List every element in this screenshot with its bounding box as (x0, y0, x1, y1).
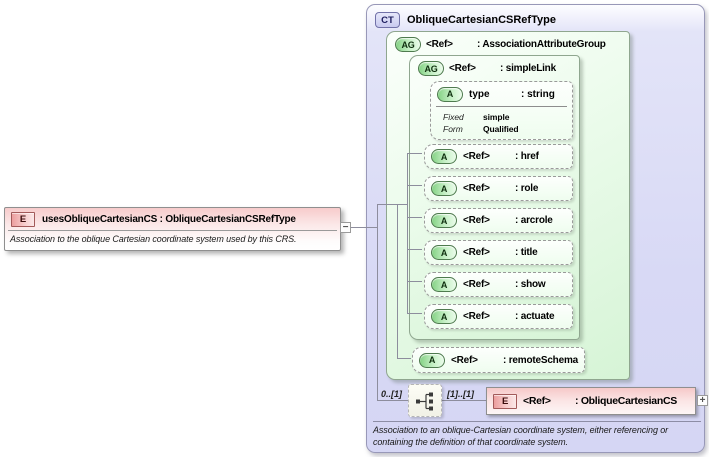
connector-line (407, 153, 422, 154)
simplelink-header[interactable]: AG <Ref> : simpleLink (418, 61, 556, 76)
attribute-ref: <Ref> (463, 215, 490, 226)
element-annotation: Association to the oblique Cartesian coo… (10, 234, 297, 244)
cardinality-outer: 0..[1] (381, 389, 403, 399)
attribute-ref: <Ref> (463, 279, 490, 290)
complex-type-box: CT ObliqueCartesianCSRefType AG <Ref> : … (366, 4, 708, 453)
complex-type-annotation: Association to an oblique-Cartesian coor… (373, 425, 669, 447)
simplelink-name: : simpleLink (500, 63, 556, 74)
element-badge: E (11, 211, 35, 227)
connector-line (441, 400, 486, 401)
divider (373, 421, 701, 422)
attribute-name: : href (515, 151, 539, 162)
attribute-row-arcrole[interactable]: A <Ref> : arcrole (424, 208, 573, 233)
facet-label: Form (443, 124, 463, 134)
attribute-row-title[interactable]: A <Ref> : title (424, 240, 573, 265)
attribute-row-show[interactable]: A <Ref> : show (424, 272, 573, 297)
attribute-name: : show (515, 279, 546, 290)
complex-type-title: ObliqueCartesianCSRefType (407, 14, 556, 26)
attribute-ref: <Ref> (463, 183, 490, 194)
attribute-name: : title (515, 247, 538, 258)
attribute-row-remoteSchema[interactable]: A <Ref> : remoteSchema (412, 347, 585, 373)
collapse-toggle[interactable]: − (340, 222, 351, 233)
connector-line (351, 227, 377, 228)
attribute-group-ref: <Ref> (426, 39, 453, 50)
attribute-group-badge: AG (418, 61, 444, 76)
attribute-badge: A (431, 309, 457, 324)
attribute-ref: <Ref> (451, 354, 478, 366)
attribute-row-href[interactable]: A <Ref> : href (424, 144, 573, 169)
attribute-row-role[interactable]: A <Ref> : role (424, 176, 573, 201)
divider (436, 106, 567, 107)
divider (8, 230, 337, 231)
connector-line (407, 249, 422, 250)
expand-toggle[interactable]: + (697, 395, 708, 406)
attribute-header: A type : string (431, 82, 572, 106)
attribute-ref: <Ref> (463, 311, 490, 322)
sequence-compositor-icon[interactable] (408, 384, 442, 417)
element-ref: <Ref> (523, 395, 551, 407)
attribute-name: : arcrole (515, 215, 553, 226)
element-box-usesObliqueCartesianCS[interactable]: E usesObliqueCartesianCS : ObliqueCartes… (4, 207, 341, 251)
attribute-row-type[interactable]: A type : string Fixed simple Form Qualif… (430, 81, 573, 140)
sequence-glyph (416, 392, 433, 410)
attribute-name: : remoteSchema (503, 354, 579, 366)
simplelink-ref: <Ref> (449, 63, 476, 74)
attribute-badge: A (431, 213, 457, 228)
facet-fixed: Fixed simple (443, 111, 572, 123)
facet-value: Qualified (483, 124, 519, 134)
attribute-ref: <Ref> (463, 247, 490, 258)
attribute-group-header[interactable]: AG <Ref> : AssociationAttributeGroup (395, 37, 606, 52)
facet-form: Form Qualified (443, 123, 572, 135)
cardinality-inner: [1]..[1] (447, 389, 474, 399)
connector-line (377, 204, 378, 401)
attribute-group-box-AssociationAttributeGroup: AG <Ref> : AssociationAttributeGroup AG … (386, 31, 630, 380)
complex-type-badge: CT (375, 12, 400, 28)
element-name: : ObliqueCartesianCS (575, 395, 677, 407)
attribute-badge: A (437, 86, 463, 102)
connector-line (407, 281, 422, 282)
attribute-row-actuate[interactable]: A <Ref> : actuate (424, 304, 573, 329)
element-badge: E (493, 393, 517, 409)
connector-line (407, 217, 422, 218)
element-header: E usesObliqueCartesianCS : ObliqueCartes… (5, 208, 340, 230)
element-box-ObliqueCartesianCS[interactable]: E <Ref> : ObliqueCartesianCS (486, 387, 696, 415)
connector-line (397, 358, 411, 359)
facet-list: Fixed simple Form Qualified (431, 107, 572, 135)
element-title: usesObliqueCartesianCS : ObliqueCartesia… (42, 213, 296, 225)
attribute-badge: A (431, 245, 457, 260)
attribute-name: : actuate (515, 311, 555, 322)
connector-line (377, 400, 408, 401)
connector-line (397, 204, 398, 359)
connector-line (407, 153, 408, 314)
connector-line (377, 204, 408, 205)
attribute-badge: A (431, 181, 457, 196)
attribute-group-name: : AssociationAttributeGroup (477, 39, 606, 50)
connector-line (407, 313, 422, 314)
attribute-ref: <Ref> (463, 151, 490, 162)
attribute-name: type (469, 88, 490, 100)
attribute-name: : role (515, 183, 539, 194)
attribute-type: : string (521, 88, 555, 100)
complex-type-header[interactable]: CT ObliqueCartesianCSRefType (375, 12, 556, 28)
attribute-group-badge: AG (395, 37, 421, 52)
attribute-group-box-simpleLink: AG <Ref> : simpleLink A type : string Fi… (409, 55, 580, 340)
attribute-badge: A (431, 277, 457, 292)
facet-value: simple (483, 112, 510, 122)
attribute-badge: A (419, 352, 445, 368)
attribute-badge: A (431, 149, 457, 164)
connector-line (407, 185, 422, 186)
facet-label: Fixed (443, 112, 464, 122)
